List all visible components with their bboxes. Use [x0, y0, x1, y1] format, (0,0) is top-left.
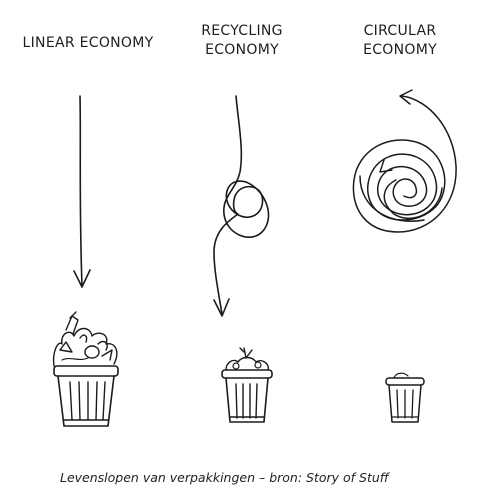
recycling-arrow — [213, 95, 270, 317]
linear-title-line: LINEAR ECONOMY — [22, 35, 154, 51]
recycling-title-line-1: RECYCLING — [201, 23, 283, 39]
linear-economy-title: LINEAR ECONOMY — [14, 34, 162, 53]
circular-title-line-1: CIRCULAR — [363, 23, 437, 39]
linear-arrow — [73, 95, 91, 288]
circular-title-line-2: ECONOMY — [363, 42, 437, 58]
figure-caption: Levenslopen van verpakkingen – bron: Sto… — [60, 470, 389, 485]
recycling-economy-title: RECYCLING ECONOMY — [186, 22, 298, 60]
circular-economy-title: CIRCULAR ECONOMY — [350, 22, 450, 60]
circular-small-trash-can — [385, 372, 425, 423]
recycling-partial-trash-can — [221, 347, 273, 423]
circular-loop-arrow — [352, 89, 457, 233]
recycling-title-line-2: ECONOMY — [205, 42, 279, 58]
linear-full-trash-can — [52, 311, 119, 427]
